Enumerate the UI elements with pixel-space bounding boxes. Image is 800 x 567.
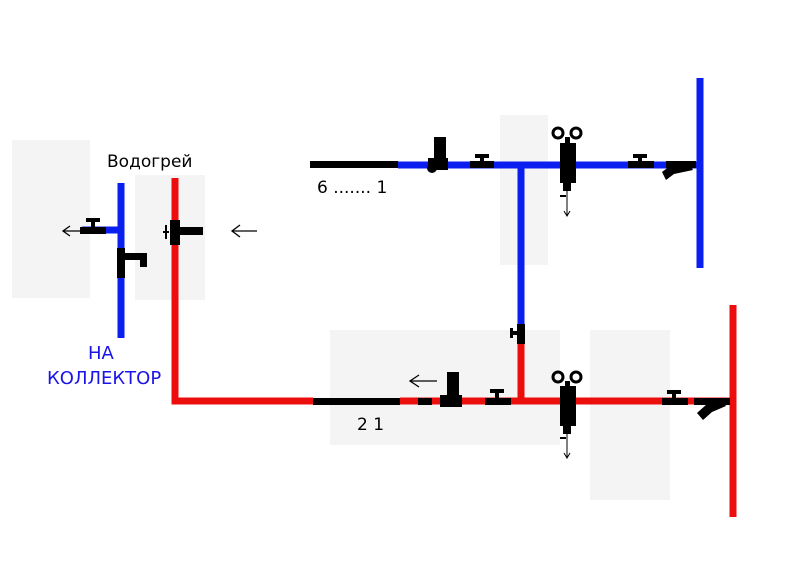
- ball-valve-icon: [662, 390, 688, 405]
- circulation-pump-icon: [551, 126, 583, 217]
- drain-valve-icon: [694, 398, 730, 420]
- fittings: [80, 126, 730, 459]
- flow-arrows: [61, 224, 437, 388]
- lower-numbering-label: 2 1: [357, 415, 385, 435]
- shadow-patch: [590, 330, 670, 500]
- heater-label: Водогрей: [107, 152, 193, 172]
- arrow-left-icon: [408, 374, 437, 388]
- ball-valve-icon: [80, 218, 106, 234]
- hot-tee-icon: [163, 220, 203, 245]
- check-valve-icon: [510, 324, 525, 344]
- arrow-left-icon: [230, 224, 257, 238]
- heater-hot-line: [171, 178, 313, 405]
- drain-valve-icon: [662, 161, 696, 180]
- to-collector-label-line2: КОЛЛЕКТОР: [47, 368, 162, 389]
- ball-valve-icon: [628, 154, 654, 168]
- upper-black-pipe: [310, 161, 398, 168]
- check-valve-icon: [418, 372, 462, 407]
- ball-valve-icon: [485, 389, 511, 405]
- shadow-patch: [12, 140, 90, 298]
- upper-numbering-label: 6 ....... 1: [317, 178, 388, 198]
- ball-valve-icon: [470, 154, 494, 168]
- lower-black-pipe: [313, 398, 400, 405]
- check-valve-icon: [427, 137, 448, 173]
- to-collector-label-line1: НА: [88, 343, 114, 364]
- arrow-left-icon: [61, 225, 82, 237]
- mixer-fitting-icon: [117, 248, 147, 278]
- circulation-pump-icon: [551, 370, 583, 459]
